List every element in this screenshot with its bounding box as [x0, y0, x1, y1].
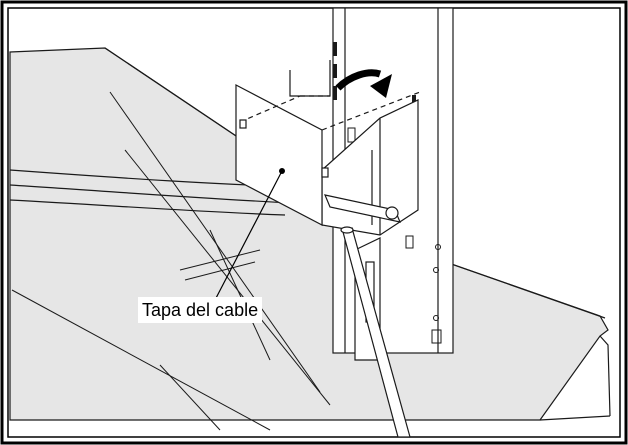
callout-pointer — [214, 168, 285, 301]
inner-frame — [7, 7, 621, 438]
long-cable — [340, 226, 411, 438]
callout-label-cable-cover: Tapa del cable — [138, 297, 263, 323]
cover-tab-outline — [289, 60, 331, 97]
floor-lines — [11, 91, 331, 431]
support-bar — [324, 194, 401, 223]
motion-arrow-icon — [335, 69, 392, 98]
floor-surface — [9, 47, 609, 421]
floor-right-curve — [599, 335, 611, 417]
floor-front-edge — [539, 415, 611, 421]
cable-cover — [235, 84, 421, 226]
